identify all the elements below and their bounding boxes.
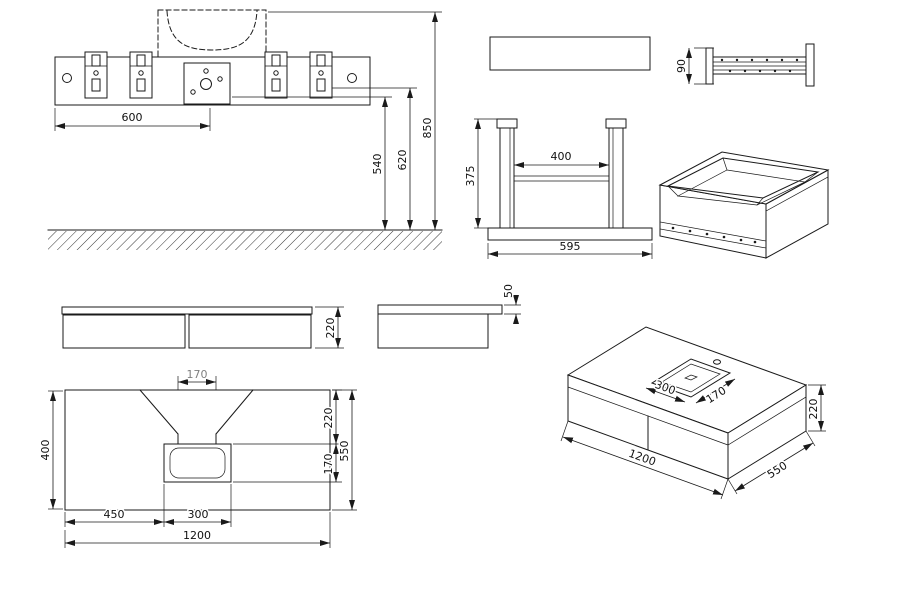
- side-panel-left: [499, 127, 515, 229]
- dim-450-label: 450: [104, 508, 125, 521]
- dim-height-620: 620: [332, 87, 417, 230]
- dim-550-plan-label: 550: [338, 441, 351, 462]
- view-wall-elevation: 600 540 620 850: [47, 9, 443, 250]
- side-panel-cap-right: [605, 118, 627, 129]
- basin-dashed-outline: [157, 9, 267, 58]
- side-panel-cap-left: [496, 118, 518, 129]
- dim-600-label: 600: [122, 111, 143, 124]
- dim-170-plan-label: 170: [322, 454, 335, 475]
- dim-total-depth: 550: [332, 389, 357, 511]
- channel-chamfer-right: [215, 389, 254, 435]
- dim-1200-plan-label: 1200: [183, 529, 211, 542]
- dim-550-iso-label: 550: [765, 459, 790, 481]
- dim-total-width: 1200: [64, 512, 331, 548]
- view-carcass-section: 400 375 595: [463, 118, 653, 259]
- dim-depth-left: 400: [38, 390, 63, 510]
- dim-base-width: 595: [487, 239, 653, 259]
- dim-400-label: 400: [551, 150, 572, 163]
- dim-top-thickness: 50: [501, 283, 521, 324]
- dim-540-label: 540: [371, 154, 384, 175]
- dim-400-plan-label: 400: [39, 440, 52, 461]
- view-cabinet-side: 50: [377, 283, 521, 349]
- dim-height-540: 540: [232, 96, 392, 230]
- dim-channel-width: 170: [177, 367, 217, 390]
- dim-170-top-label: 170: [187, 368, 208, 381]
- dim-basin-width: 300: [164, 484, 232, 527]
- dim-375-label: 375: [464, 166, 477, 187]
- mounting-bracket: [84, 51, 108, 99]
- dim-90-label: 90: [675, 59, 688, 73]
- dim-left-offset: 450: [64, 484, 165, 527]
- dim-height-850: 850: [268, 11, 442, 230]
- view-countertop-plan: 170 400 220 170 550 45: [38, 367, 357, 548]
- dim-850-label: 850: [421, 118, 434, 139]
- drawer-slide: [705, 43, 815, 87]
- rail-hole-right: [347, 73, 357, 83]
- dim-220-iso-label: 220: [807, 399, 820, 420]
- view-drawer-iso: [658, 151, 830, 259]
- countertop-front: [61, 306, 313, 315]
- view-cabinet-front: 220: [61, 306, 344, 349]
- view-vanity-iso: 300 170 1200 550 220: [560, 326, 826, 500]
- dim-side-height: 375: [463, 118, 497, 229]
- basin-cutout: [163, 443, 232, 483]
- siphon-plate: [183, 62, 231, 105]
- base-plinth: [487, 227, 653, 241]
- mounting-bracket: [264, 51, 288, 99]
- countertop-plan-outline: [64, 389, 331, 511]
- mounting-bracket: [309, 51, 333, 99]
- floor-ground-line: [47, 229, 443, 250]
- dim-220-label: 220: [324, 318, 337, 339]
- dim-620-label: 620: [396, 150, 409, 171]
- mounting-bracket: [129, 51, 153, 99]
- cabinet-body-side: [377, 313, 489, 349]
- dim-inner-width: 400: [514, 149, 609, 168]
- drawer-front-right: [188, 314, 312, 349]
- top-panel: [489, 36, 651, 71]
- dim-height-iso: 220: [806, 384, 826, 432]
- dim-basin-depth: 170: [233, 444, 342, 483]
- dim-bracket-spacing: 600: [54, 108, 211, 131]
- channel-chamfer-left: [139, 389, 179, 435]
- view-drawer-slide-side: 90: [674, 43, 815, 87]
- faucet-hole: [713, 359, 721, 365]
- side-panel-right: [608, 127, 624, 229]
- dim-220-plan-label: 220: [322, 408, 335, 429]
- rail-hole-left: [62, 73, 72, 83]
- countertop-side: [377, 304, 503, 315]
- dim-595-label: 595: [560, 240, 581, 253]
- dim-50-label: 50: [502, 284, 515, 298]
- drawer-front-left: [62, 314, 186, 349]
- dim-300-plan-label: 300: [188, 508, 209, 521]
- dim-cabinet-height: 220: [315, 306, 344, 349]
- basin-bowl: [169, 447, 226, 479]
- dim-slide-height: 90: [674, 47, 714, 85]
- view-top-panel-front: [489, 36, 651, 71]
